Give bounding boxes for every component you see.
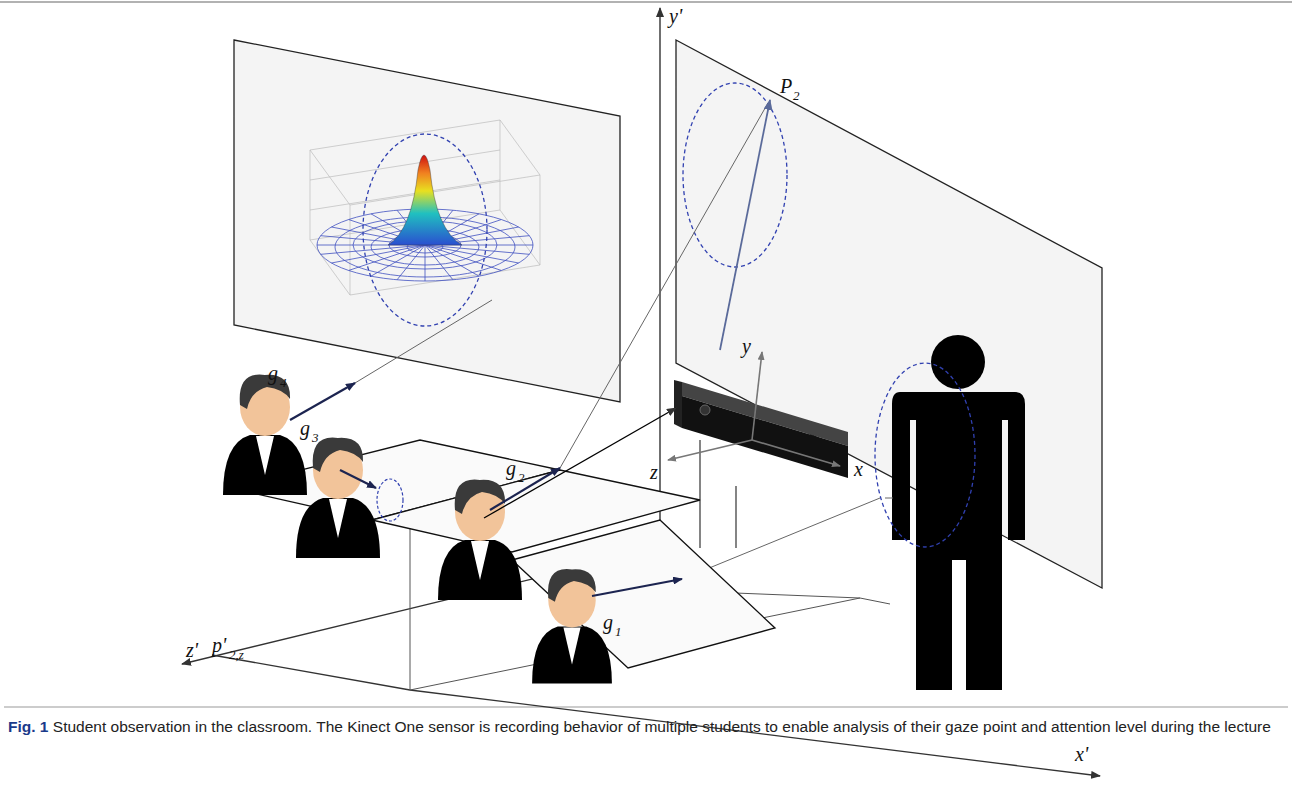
gaze-label: g [506,458,516,478]
mesh-line [425,245,529,254]
gaze-label: g [268,363,278,383]
subscript: 2,z [229,648,244,661]
caption-text: Student observation in the classroom. Th… [53,718,1271,735]
axis-label: z' [186,640,198,660]
axis-label: y [742,336,751,356]
mesh-line [425,245,479,276]
mesh-line [321,245,425,254]
student-figure [532,569,612,683]
subscript: 2 [518,471,525,484]
student-figure [223,375,307,495]
subscript: 2 [793,89,800,102]
mesh-line [425,245,453,280]
figure-caption: Fig. 1 Student observation in the classr… [8,716,1278,738]
axis-label: x [854,459,863,479]
mesh-line [425,245,426,281]
subscript: 4 [280,376,287,389]
axis-label: y' [669,6,682,26]
subscript: 3 [312,431,319,444]
figure-number: Fig. 1 [8,718,48,735]
axis-label: z [650,462,658,482]
axis-label: x' [1075,744,1088,764]
point-label: P [780,76,792,96]
coordinate-label: p' [212,635,226,655]
gaze-label: g [300,418,310,438]
student-figure [296,438,380,558]
gaze-label: g [603,612,613,632]
subscript: 1 [615,625,622,638]
mesh-line [331,245,425,263]
mesh-line [397,245,425,280]
